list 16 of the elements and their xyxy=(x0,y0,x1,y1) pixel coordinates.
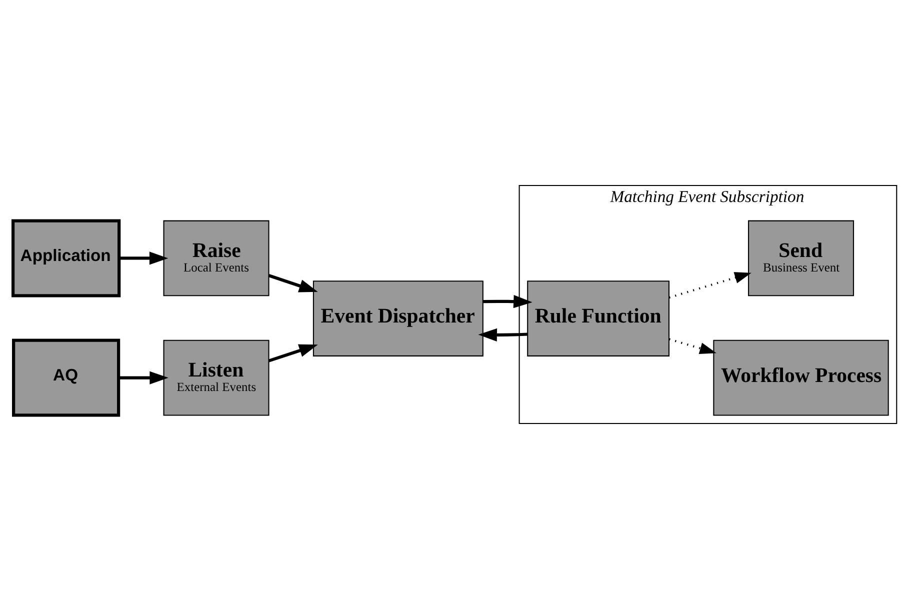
node-box: AQ xyxy=(12,338,120,416)
node-box: Raise Local Events xyxy=(163,220,270,296)
arrow xyxy=(119,251,168,264)
node-box: Listen External Events xyxy=(163,339,270,416)
node-box: Rule Function xyxy=(527,280,670,356)
arrow xyxy=(482,294,532,308)
arrow xyxy=(478,328,528,341)
arrow xyxy=(268,274,318,292)
node-box: Event Dispatcher xyxy=(312,280,484,356)
node-box: Send Business Event xyxy=(748,220,854,296)
arrow xyxy=(668,272,752,298)
arrow xyxy=(668,338,716,354)
node-box: Application xyxy=(11,218,121,297)
node-box: Workflow Process xyxy=(713,339,889,416)
arrow xyxy=(268,344,318,362)
arrow xyxy=(118,370,168,384)
